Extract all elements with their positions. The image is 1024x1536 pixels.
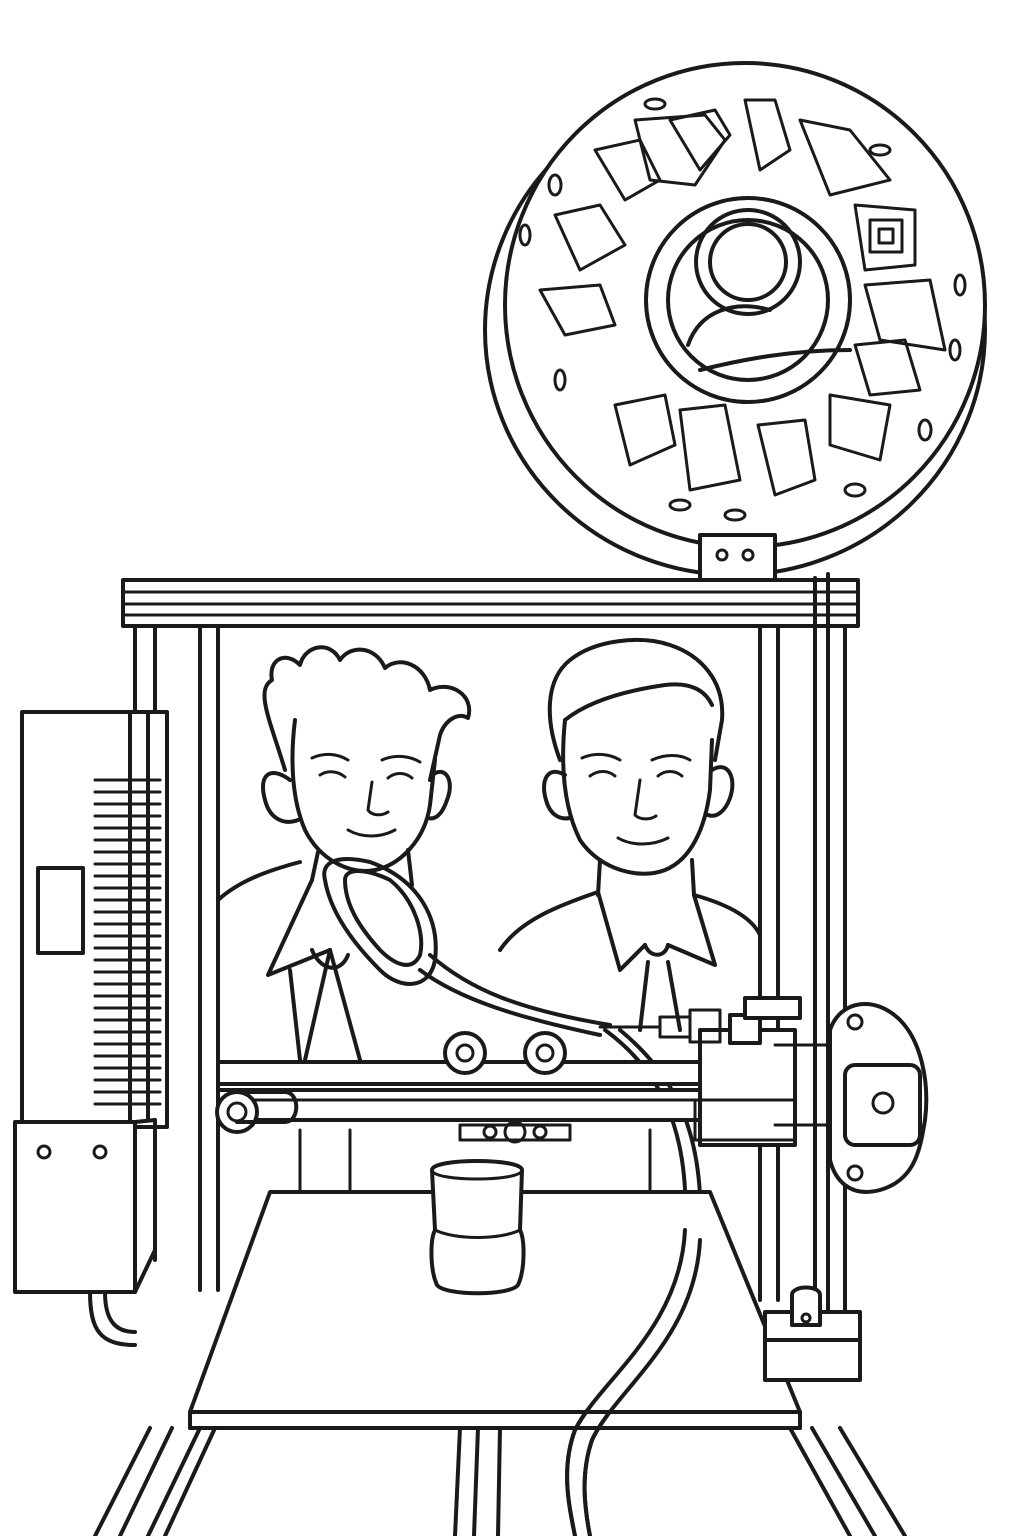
heat-sink-fins bbox=[93, 778, 162, 1106]
spool-holder bbox=[698, 533, 777, 582]
man-left bbox=[216, 645, 472, 1192]
extruder-head bbox=[598, 996, 929, 1194]
printed-cup bbox=[429, 1159, 526, 1296]
print-bed bbox=[93, 1190, 907, 1536]
x-gantry bbox=[215, 1031, 765, 1144]
filament-spool bbox=[483, 61, 987, 582]
spool-cutouts bbox=[518, 97, 967, 522]
control-box bbox=[13, 710, 169, 1347]
display-screen bbox=[36, 866, 85, 955]
man-right bbox=[498, 638, 762, 1192]
